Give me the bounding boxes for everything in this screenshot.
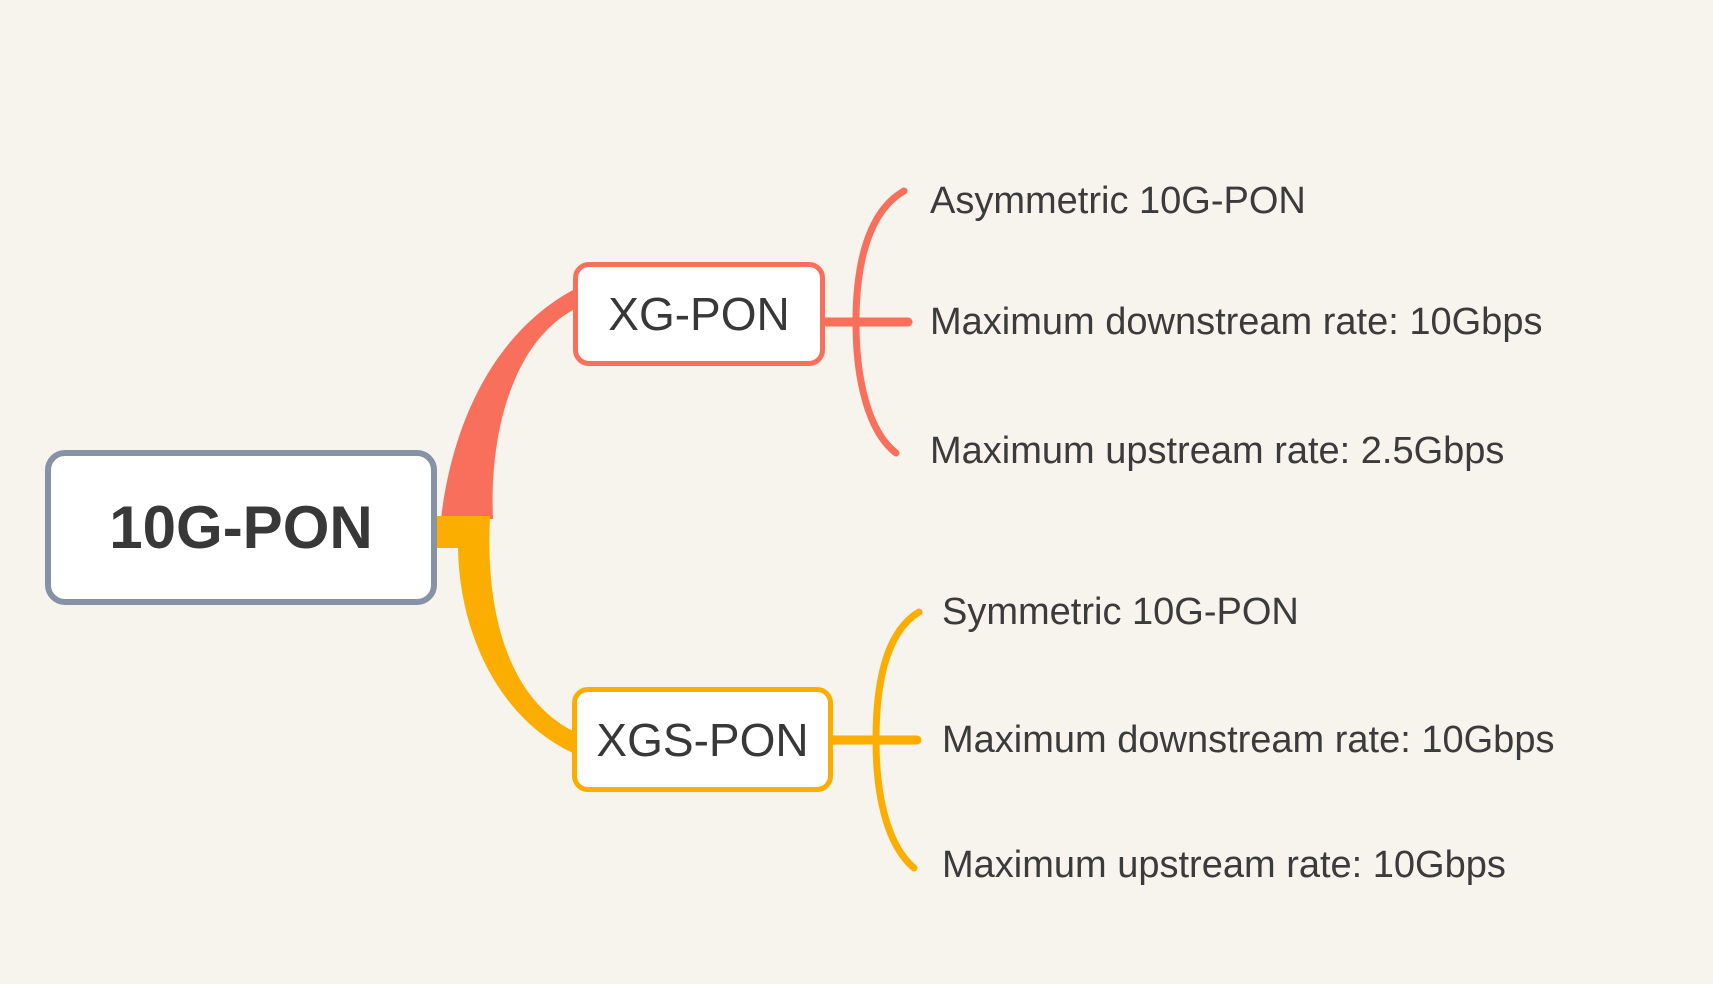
leaf-xgs-max-downstream[interactable]: Maximum downstream rate: 10Gbps <box>942 719 1555 761</box>
leaf-xgs-max-upstream[interactable]: Maximum upstream rate: 10Gbps <box>942 844 1506 886</box>
connector-xg-bracket <box>852 187 908 457</box>
branch-node-label: XG-PON <box>608 288 790 340</box>
leaf-asymmetric-10g-pon[interactable]: Asymmetric 10G-PON <box>930 180 1306 222</box>
leaf-xg-max-downstream[interactable]: Maximum downstream rate: 10Gbps <box>930 301 1543 343</box>
leaf-xg-max-upstream[interactable]: Maximum upstream rate: 2.5Gbps <box>930 430 1505 472</box>
branch-curve-xgs-pon <box>420 516 573 753</box>
branch-node-xgs-pon[interactable]: XGS-PON <box>572 687 833 792</box>
branch-node-xg-pon[interactable]: XG-PON <box>573 262 825 366</box>
connector-xgs-bracket <box>872 608 923 872</box>
branch-node-label: XGS-PON <box>596 713 809 766</box>
branch-curve-xg-pon <box>441 290 573 519</box>
leaf-symmetric-10g-pon[interactable]: Symmetric 10G-PON <box>942 591 1299 633</box>
root-node-10g-pon[interactable]: 10G-PON <box>45 450 437 605</box>
root-node-label: 10G-PON <box>109 494 373 561</box>
